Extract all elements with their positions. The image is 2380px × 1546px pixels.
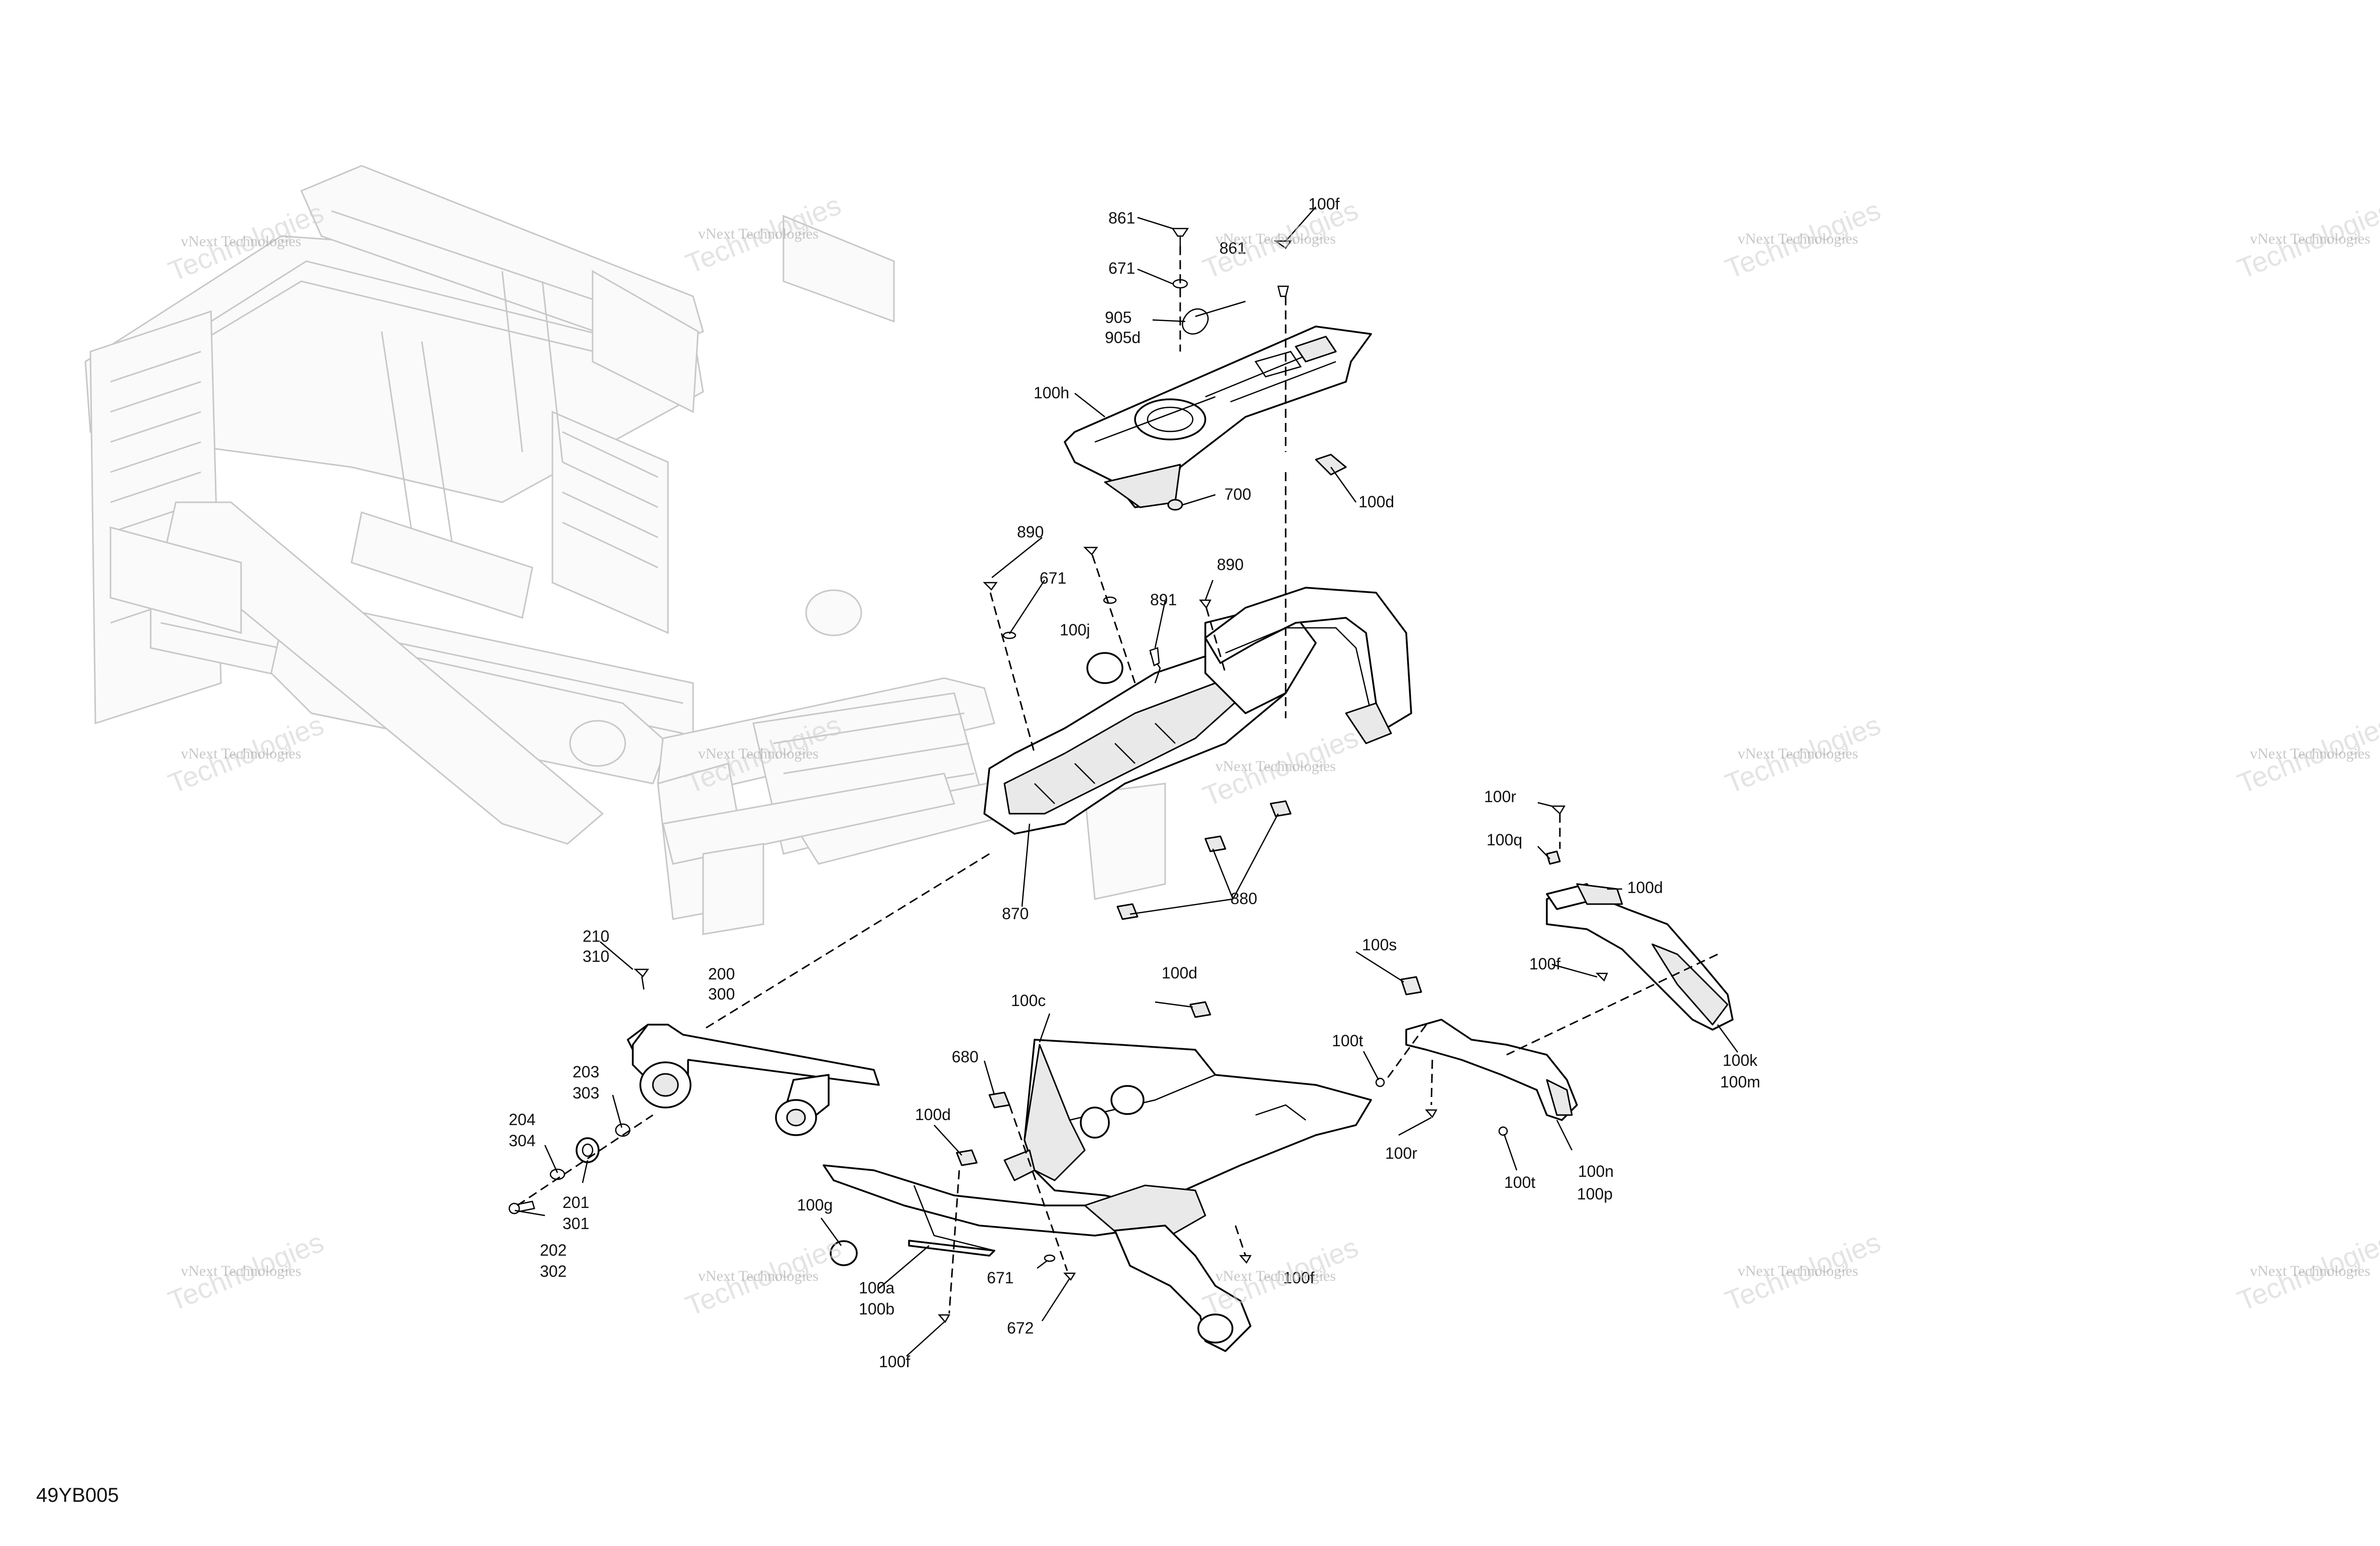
label-672: 672	[1007, 1319, 1034, 1337]
watermark: vNext Technologies	[181, 233, 301, 250]
watermark: vNext Technologies	[698, 226, 819, 242]
watermark: vNext Technologies	[1215, 1268, 1336, 1284]
label-100f: 100f	[1529, 955, 1560, 973]
label-100d: 100d	[1162, 964, 1197, 982]
background-frame	[84, 165, 1166, 935]
diagram-code: 49YB005	[36, 1484, 119, 1506]
watermark: vNext Technologies	[181, 1263, 301, 1279]
watermark: vNext Technologies	[1738, 231, 1858, 247]
label-210: 210	[583, 927, 609, 945]
part-100k-side-panel	[1546, 883, 1734, 1031]
label-100h: 100h	[1034, 384, 1069, 402]
label-905d: 905d	[1105, 328, 1141, 347]
label-680: 680	[952, 1048, 978, 1066]
label-203: 203	[573, 1063, 599, 1081]
label-100b: 100b	[859, 1300, 894, 1318]
label-204: 204	[509, 1111, 535, 1129]
label-100a: 100a	[859, 1279, 894, 1297]
label-100f: 100f	[1308, 195, 1339, 213]
label-100r: 100r	[1484, 788, 1516, 806]
part-870-console	[983, 587, 1412, 835]
label-100m: 100m	[1720, 1073, 1760, 1091]
label-201: 201	[562, 1193, 589, 1211]
part-labels: 861 861 100f 671 905 905d 100h 700 100d …	[509, 195, 1760, 1371]
label-870: 870	[1002, 905, 1029, 923]
label-890: 890	[1217, 556, 1243, 574]
label-700: 700	[1224, 485, 1251, 503]
watermark: vNext Technologies	[698, 1268, 819, 1284]
watermark: vNext Technologies	[2250, 231, 2370, 247]
watermark: vNext Technologies	[2250, 745, 2370, 762]
label-100n: 100n	[1578, 1162, 1614, 1180]
label-100d: 100d	[915, 1106, 951, 1124]
label-100s: 100s	[1362, 936, 1397, 954]
label-905: 905	[1105, 308, 1131, 326]
leader-lines	[514, 206, 1739, 1357]
label-671: 671	[1108, 259, 1135, 277]
watermark: vNext Technologies	[1738, 745, 1858, 762]
label-100r: 100r	[1385, 1144, 1417, 1162]
watermark: vNext Technologies	[1738, 1263, 1858, 1279]
label-891: 891	[1150, 591, 1177, 609]
label-302: 302	[540, 1262, 566, 1280]
label-100f: 100f	[1283, 1269, 1314, 1287]
label-671: 671	[987, 1269, 1013, 1287]
label-100f: 100f	[879, 1353, 910, 1371]
label-861: 861	[1219, 239, 1246, 257]
part-100h-cover	[1064, 325, 1372, 508]
label-100d: 100d	[1358, 493, 1394, 511]
watermark: vNext Technologies	[698, 745, 819, 762]
watermark: vNext Technologies	[2250, 1263, 2370, 1279]
label-100c: 100c	[1011, 991, 1046, 1010]
label-303: 303	[573, 1084, 599, 1102]
assembly-lines	[517, 246, 1718, 1314]
label-100k: 100k	[1723, 1051, 1758, 1069]
part-200-bumper	[627, 1024, 880, 1136]
label-304: 304	[509, 1132, 535, 1150]
label-100t: 100t	[1504, 1173, 1535, 1191]
label-100j: 100j	[1060, 621, 1090, 639]
label-100q: 100q	[1487, 831, 1522, 849]
label-100d: 100d	[1627, 878, 1663, 897]
part-100c-lower-panel	[823, 1039, 1372, 1352]
label-880: 880	[1230, 890, 1257, 908]
watermark: vNext Technologies	[1215, 231, 1336, 247]
watermark: vNext Technologies	[181, 745, 301, 762]
label-861: 861	[1108, 209, 1135, 227]
label-310: 310	[583, 947, 609, 965]
label-202: 202	[540, 1241, 566, 1259]
watermark: vNext Technologies	[1215, 758, 1336, 775]
label-671: 671	[1040, 569, 1066, 587]
bumper-hardware	[508, 968, 649, 1214]
label-100t: 100t	[1332, 1032, 1363, 1050]
label-300: 300	[708, 985, 735, 1003]
label-301: 301	[562, 1214, 589, 1233]
part-100n-side-panel	[1405, 1019, 1578, 1121]
label-100g: 100g	[797, 1196, 833, 1214]
label-890: 890	[1017, 523, 1044, 541]
label-100p: 100p	[1577, 1185, 1613, 1203]
label-200: 200	[708, 965, 735, 983]
